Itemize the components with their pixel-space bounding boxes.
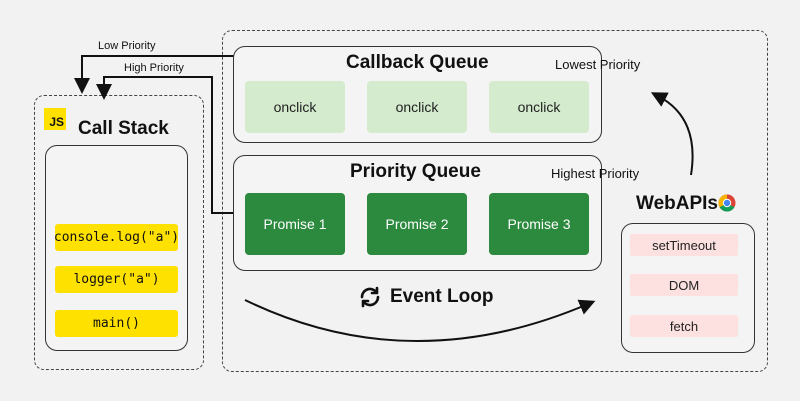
event-loop-arc: [244, 299, 596, 342]
low-priority-arrow: [74, 55, 234, 94]
webapis-title: WebAPIs: [636, 193, 719, 214]
call-stack-frame: console.log("a"): [54, 224, 179, 251]
chrome-icon: [718, 194, 736, 212]
callback-queue-priority: Lowest Priority: [555, 57, 641, 72]
high-priority-label: High Priority: [124, 62, 184, 74]
promise-task: Promise 1: [245, 193, 345, 255]
low-priority-label: Low Priority: [98, 40, 156, 52]
promise-task: Promise 3: [489, 193, 589, 255]
onclick-task: onclick: [489, 81, 589, 133]
js-badge: JS: [44, 108, 66, 130]
onclick-task: onclick: [245, 81, 345, 133]
runtime-container: [222, 30, 768, 372]
priority-queue-priority: Highest Priority: [551, 166, 640, 181]
event-loop-title: Event Loop: [390, 286, 494, 307]
priority-queue-title: Priority Queue: [350, 161, 481, 182]
call-stack-frame: logger("a"): [55, 266, 178, 293]
call-stack-title: Call Stack: [78, 118, 169, 139]
promise-task: Promise 2: [367, 193, 467, 255]
callback-queue-title: Callback Queue: [346, 52, 489, 73]
js-badge-text: JS: [49, 115, 64, 129]
high-priority-arrow: [96, 76, 234, 214]
onclick-task: onclick: [367, 81, 467, 133]
webapi-item: fetch: [630, 315, 738, 337]
webapi-item: setTimeout: [630, 234, 738, 256]
refresh-icon: [358, 285, 382, 309]
webapis-to-callback-arrow: [650, 92, 694, 176]
webapi-item: DOM: [630, 274, 738, 296]
call-stack-container: [34, 95, 204, 370]
call-stack-frame: main(): [55, 310, 178, 337]
